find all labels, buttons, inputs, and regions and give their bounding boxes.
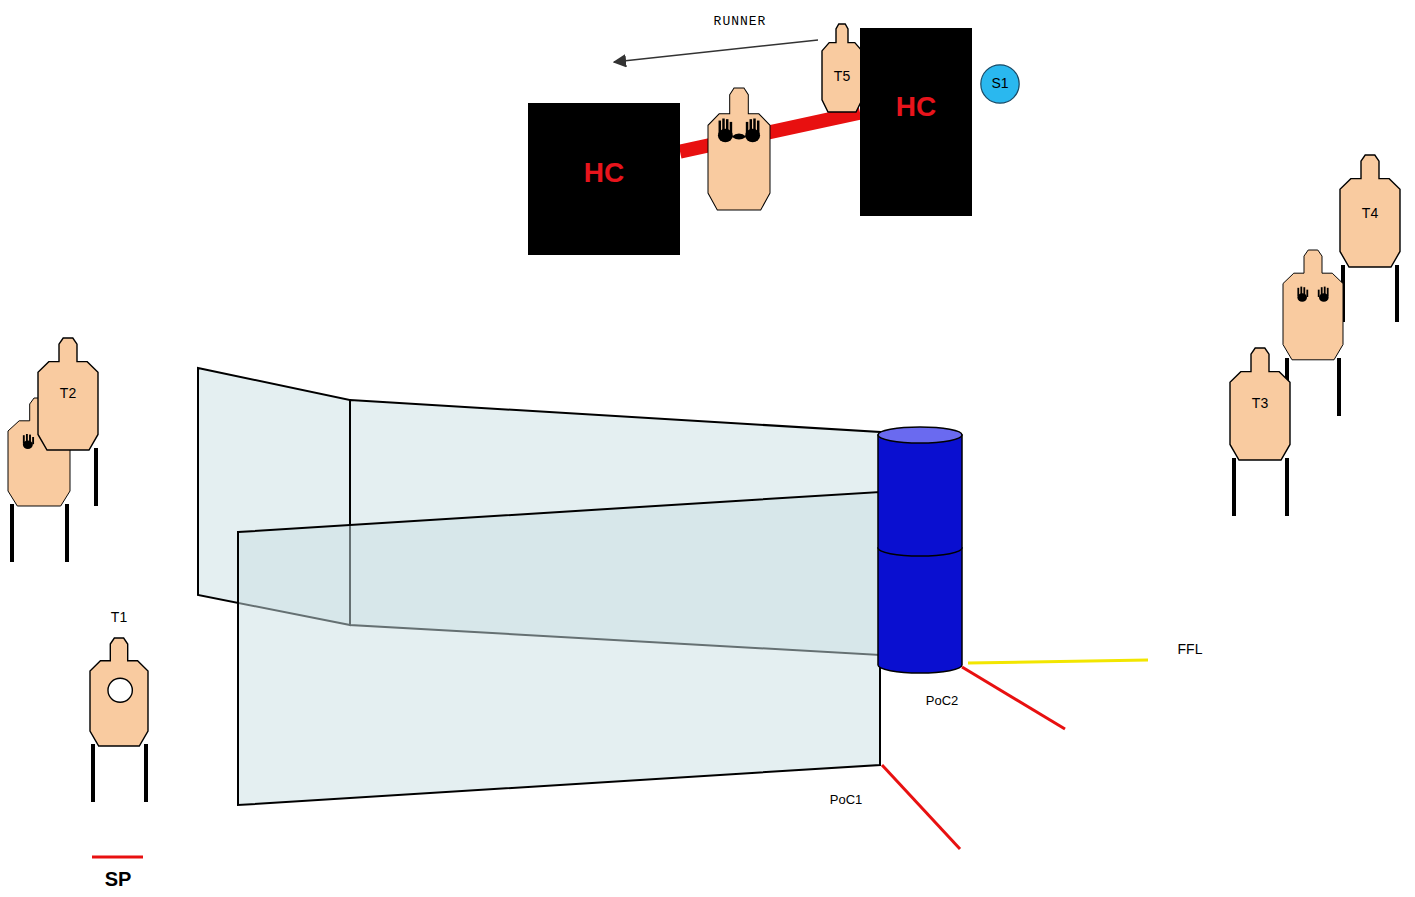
poc-marker [962, 667, 1065, 729]
wall-panel [238, 492, 880, 805]
target-label: T1 [111, 610, 127, 625]
target-stand [10, 504, 14, 562]
target-outline [822, 24, 862, 112]
fault-line-label: FFL [1178, 642, 1203, 657]
paper-target: T5 [822, 24, 862, 112]
fault-line [968, 660, 1148, 663]
target-stand [65, 504, 69, 562]
hard-cover: HC [528, 103, 680, 255]
hard-cover: HC [860, 28, 972, 216]
target-label: T3 [1252, 396, 1268, 411]
cover-fill [528, 103, 680, 255]
cover-label: HC [896, 92, 936, 123]
paper-target: T3 [1230, 348, 1290, 460]
cover-label: HC [584, 158, 624, 189]
target-stand [91, 744, 95, 802]
cover-shape [860, 28, 972, 216]
runner-arrow [614, 40, 818, 62]
hole-marker [108, 678, 132, 702]
target-stand [1395, 265, 1399, 322]
barrel-stack [878, 427, 962, 673]
steel-fill [981, 65, 1019, 103]
target-outline [38, 338, 98, 450]
target-shape [90, 638, 148, 746]
target-label: T2 [60, 386, 76, 401]
target-stand [1232, 458, 1236, 516]
target-stand [144, 744, 148, 802]
target-label: T5 [834, 69, 850, 84]
poc-label: PoC2 [926, 694, 959, 708]
no-shoot-target [1283, 250, 1343, 360]
paper-target: T2 [38, 338, 98, 450]
start-position-marker [92, 856, 143, 859]
paper-target: T1 [90, 638, 148, 746]
target-label: S1 [991, 76, 1008, 91]
poc-marker [882, 765, 960, 849]
target-outline [90, 638, 148, 746]
no-shoot-target [708, 88, 770, 210]
target-stand [94, 448, 98, 506]
steel-target: S1 [980, 64, 1020, 104]
cover-fill [860, 28, 972, 216]
target-outline [1340, 155, 1400, 267]
target-outline [1230, 348, 1290, 460]
direction-label: RUNNER [714, 15, 767, 29]
poc-label: PoC1 [830, 793, 863, 807]
start-position-label: SP [105, 868, 132, 890]
target-label: T4 [1362, 207, 1378, 222]
target-stand [1285, 458, 1289, 516]
target-shape [822, 24, 862, 112]
target-stand [1337, 358, 1341, 416]
paper-target: T4 [1340, 155, 1400, 267]
